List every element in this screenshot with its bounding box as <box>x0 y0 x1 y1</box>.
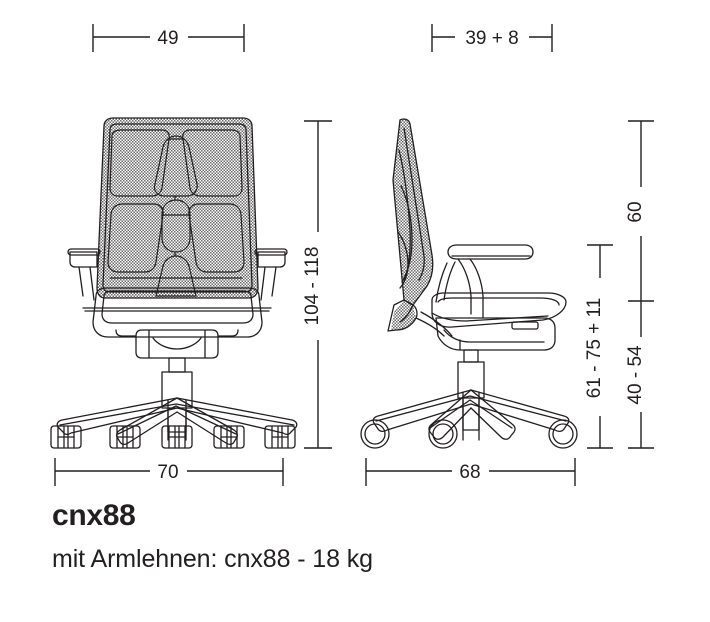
product-subtitle: mit Armlehnen: cnx88 - 18 kg <box>52 544 373 573</box>
dimension-side-base-depth <box>365 458 576 486</box>
caster <box>161 425 193 449</box>
lumbar-side <box>387 299 418 332</box>
caster <box>360 419 390 449</box>
dimension-label-side-base-depth: 68 <box>459 462 480 483</box>
seat-outline-front <box>92 287 263 338</box>
armrest-left-front <box>67 248 101 301</box>
chair-front-view <box>50 117 298 449</box>
dimension-label-side-seat-height: 40 - 54 <box>625 345 646 405</box>
armrest-right-front <box>254 248 288 301</box>
backrest-mesh-front <box>97 118 258 298</box>
dimension-label-front-total-height: 104 - 118 <box>302 247 323 326</box>
dimension-label-front-top-width: 49 <box>157 28 178 49</box>
backrest-outline-front <box>96 117 259 299</box>
product-title: cnx88 <box>52 499 136 532</box>
dimension-side-armrest-height <box>587 244 613 449</box>
casters-side <box>360 419 578 449</box>
backrest-pattern-front <box>107 129 245 297</box>
dimension-front-total-height <box>304 120 332 449</box>
dimension-label-side-armrest-height: 61 - 75 + 11 <box>584 298 605 399</box>
dimension-label-front-base-width: 70 <box>157 462 178 483</box>
caster <box>50 425 82 449</box>
mechanism-side <box>435 317 556 351</box>
dimension-label-side-back-height: 60 <box>625 201 646 222</box>
seat-inner-side <box>437 297 560 306</box>
base-star-front <box>56 397 298 446</box>
casters-front <box>50 425 296 449</box>
chair-side-view <box>360 118 578 449</box>
dimension-side-top-width <box>431 24 553 52</box>
caster <box>428 419 458 449</box>
dimension-label-side-top-width: 39 + 8 <box>465 28 518 49</box>
caster <box>213 425 245 449</box>
dimension-side-seat-height <box>628 301 654 449</box>
backrest-inner-frame-front <box>102 123 253 293</box>
armrest-side <box>435 244 534 319</box>
caster <box>264 425 296 449</box>
backrest-outline-side <box>392 118 434 306</box>
base-star-side <box>372 389 570 440</box>
caster <box>548 419 578 449</box>
gas-lift-front <box>161 357 193 441</box>
dimension-front-base-width <box>54 458 284 486</box>
caption-block: cnx88 mit Armlehnen: cnx88 - 18 kg <box>52 500 652 573</box>
dimension-front-top-width <box>92 24 245 52</box>
seat-outline-side <box>431 292 567 328</box>
mechanism-front <box>115 329 239 359</box>
seat-inner-front <box>101 290 254 324</box>
caster <box>109 425 141 449</box>
gas-lift-side <box>457 349 485 441</box>
